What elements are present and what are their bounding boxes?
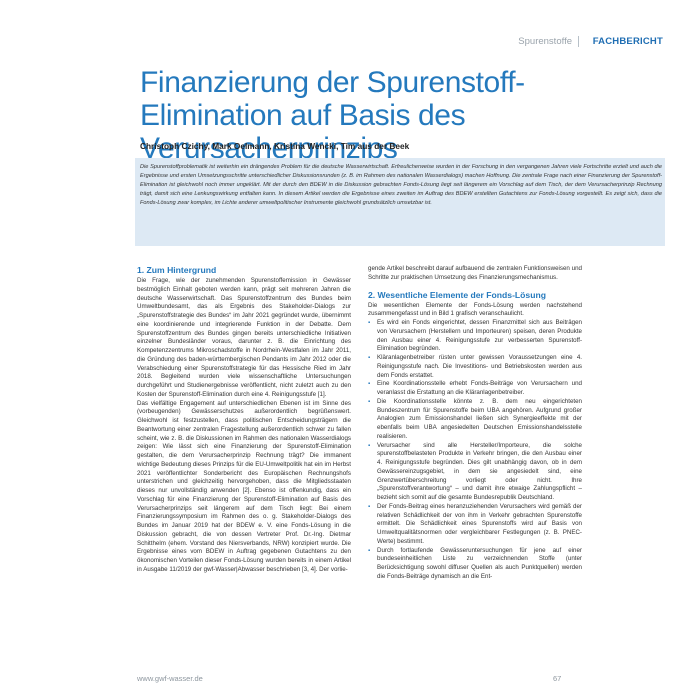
list-item: Es wird ein Fonds eingerichtet, dessen F… [368, 319, 582, 354]
paragraph: Das vielfältige Engagement auf unterschi… [137, 399, 351, 573]
footer-url: www.gwf-wasser.de [137, 674, 203, 683]
list-item: Kläranlagenbetreiber rüsten unter gewiss… [368, 354, 582, 380]
paragraph: gende Artikel beschreibt darauf aufbauen… [368, 265, 582, 281]
left-column: 1. Zum Hintergrund Die Frage, wie der zu… [137, 265, 351, 575]
list-item: Durch fortlaufende Gewässeruntersuchunge… [368, 547, 582, 582]
list-item: Eine Koordinationsstelle erhebt Fonds-Be… [368, 380, 582, 398]
list-item: Der Fonds-Beitrag eines heranzuziehenden… [368, 503, 582, 547]
section-tag: Spurenstoffe [518, 36, 572, 47]
category-label: FACHBERICHT [592, 36, 663, 47]
section-heading-background: 1. Zum Hintergrund [137, 265, 217, 275]
bullet-list: Es wird ein Fonds eingerichtet, dessen F… [368, 319, 582, 582]
abstract-box [135, 158, 665, 246]
section-heading-elements: 2. Wesentliche Elemente der Fonds-Lösung [368, 289, 546, 300]
header-separator [578, 36, 579, 47]
paragraph: Die wesentlichen Elemente der Fonds-Lösu… [368, 301, 582, 318]
page-number: 67 [553, 674, 562, 683]
abstract: Die Spurenstoffproblematik ist weiterhin… [140, 164, 662, 206]
right-column: gende Artikel beschreibt darauf aufbauen… [368, 265, 582, 582]
paragraph: Die Frage, wie der zunehmenden Spurensto… [137, 277, 351, 398]
list-item: Die Koordinationsstelle könnte z. B. dem… [368, 398, 582, 442]
authors: Christoph Czichy, Mark Oelmann, Kristina… [140, 141, 410, 151]
list-item: Verursacher sind alle Hersteller/Importe… [368, 442, 582, 503]
